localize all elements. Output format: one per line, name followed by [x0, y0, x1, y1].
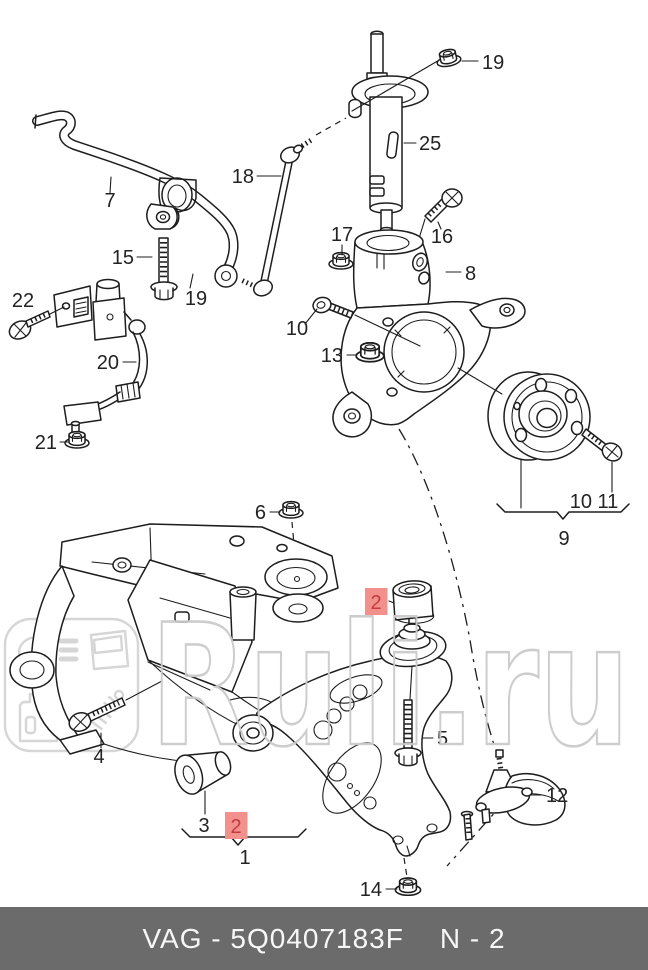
callout-17: 17 [331, 224, 353, 246]
callout-4: 4 [93, 746, 104, 768]
callout-16: 16 [431, 226, 453, 248]
nut-21 [64, 430, 90, 449]
bolt-22 [8, 306, 65, 340]
callout-20: 20 [97, 352, 119, 374]
nut-6 [278, 500, 304, 519]
wheel-hub [457, 367, 591, 461]
callout-12: 12 [546, 785, 568, 807]
callout-8: 8 [465, 263, 476, 285]
bolt-5 [394, 699, 422, 767]
bolt-15 [150, 237, 178, 301]
bolt-11 [581, 428, 623, 462]
callout-2-upper: 2 [370, 592, 381, 614]
callout-19-top: 19 [482, 52, 504, 74]
subframe [9, 523, 339, 764]
nut-19-top [434, 46, 463, 70]
callout-21: 21 [35, 432, 57, 454]
callout-18: 18 [232, 166, 254, 188]
bolt-16 [416, 188, 463, 246]
callout-1: 1 [239, 847, 250, 869]
strut [348, 30, 442, 234]
callout-25: 25 [419, 133, 441, 155]
watermark-text: Ruli.ru [150, 588, 630, 784]
bolt-10 [312, 296, 421, 347]
nut-6-line [291, 521, 296, 557]
nut-14 [394, 877, 422, 897]
nut-17 [328, 251, 354, 270]
callout-10: 10 [286, 318, 308, 340]
callout-2-lower: 2 [230, 816, 241, 838]
callout-5: 5 [437, 728, 448, 750]
nut-14-line [403, 857, 408, 878]
callout-7: 7 [104, 190, 115, 212]
callout-9: 9 [558, 528, 569, 550]
callout-22: 22 [12, 290, 34, 312]
bushing-2 [392, 580, 435, 624]
assembly-lines [398, 428, 507, 867]
stabilizer-clamp [146, 177, 197, 230]
highlighted-callouts: 2 2 [225, 588, 388, 839]
stabilizer-bar [32, 110, 239, 288]
diagram-svg: 7 15 18 19 22 20 21 25 19 16 17 8 10 13 … [3, 30, 631, 901]
nut-13 [355, 342, 385, 363]
page-code: N - 2 [439, 922, 506, 954]
callout-19-lower: 19 [185, 288, 207, 310]
callout-3: 3 [198, 815, 209, 837]
group-1-bracket [181, 828, 307, 846]
callout-6: 6 [255, 502, 266, 524]
catalog-code: VAG - 5Q0407183F [142, 922, 404, 954]
stabilizer-link [239, 117, 347, 297]
callout-10-11: 10 11 [570, 491, 619, 513]
callout-2-upper-box [365, 588, 388, 615]
bushing-3 [174, 751, 232, 795]
steering-knuckle [332, 229, 526, 438]
callout-15: 15 [112, 247, 134, 269]
callout-13: 13 [321, 345, 343, 367]
footer-bar: VAG - 5Q0407183F N - 2 [0, 907, 648, 970]
callout-labels: 7 15 18 19 22 20 21 25 19 16 17 8 10 13 … [12, 52, 618, 901]
bolt-4 [68, 680, 163, 733]
callout-2-lower-box [225, 812, 248, 839]
level-sensor [53, 278, 148, 438]
car-door-icon [89, 629, 130, 671]
ball-joint [460, 749, 566, 841]
leader-lines [59, 60, 543, 890]
hub-bracket [496, 458, 630, 520]
callout-14: 14 [360, 879, 382, 901]
